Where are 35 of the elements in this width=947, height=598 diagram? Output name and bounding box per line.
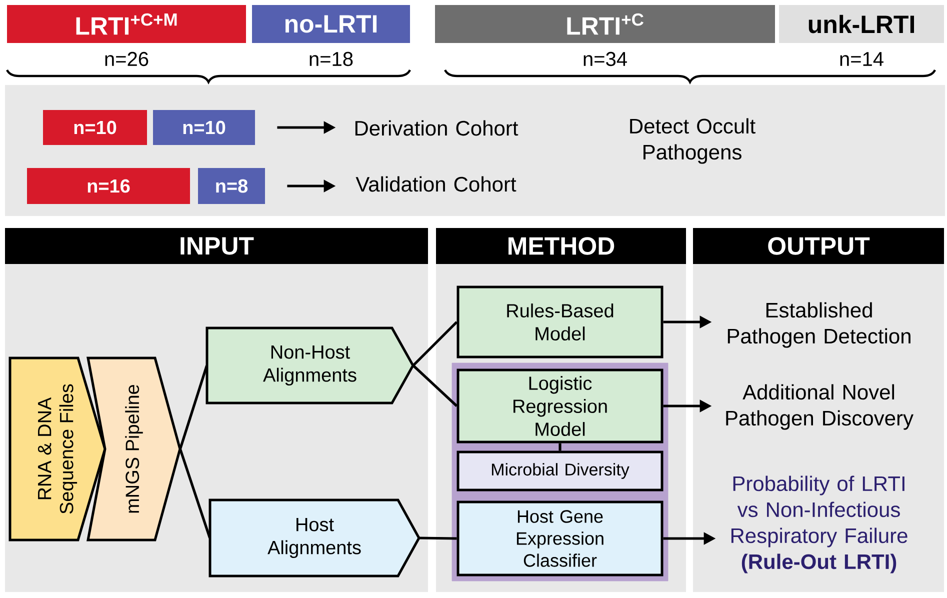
process-box: RNA & DNA Sequence Files [8,356,106,542]
count-bar: n=10 [43,110,147,145]
connector-line [412,321,458,366]
connector-line [178,448,212,538]
count-bar: n=16 [27,168,190,204]
count-bar: n=8 [198,168,265,204]
count-bar: n=10 [153,110,255,145]
count-label: n=26 [105,52,148,66]
group-bar: LRTI$^{+C+M}$ [7,5,246,43]
connector-line [558,443,562,451]
cohort-label: Validation Cohort [356,176,516,192]
connector-line [178,365,208,450]
group-bar: no-LRTI [252,5,410,43]
connector-line [419,536,457,540]
model-box: Host Gene Expression Classifier [456,500,664,576]
model-box: Microbial Diversity [456,450,664,492]
model-box: Rules-Based Model [456,286,664,358]
header-bar: METHOD [436,228,686,264]
header-bar: OUTPUT [693,228,944,264]
process-box: Host Alignments [208,498,420,578]
count-label: n=14 [840,52,884,66]
output-text: Established Pathogen Detection [728,302,910,348]
group-bar: unk-LRTI [779,5,944,43]
cohort-label: Derivation Cohort [355,120,518,136]
count-label: n=34 [584,52,627,66]
process-box: mNGS Pipeline [86,356,182,542]
model-box: Logistic Regression Model [456,368,664,444]
header-bar: INPUT [5,228,428,264]
connector-line [412,364,458,407]
output-text: Additional Novel Pathogen Discovery [726,384,914,430]
count-label: n=18 [310,52,353,66]
output-text: Probability of LRTI vs Non-Infectious Respiratory Failure (Rule-Out LRTI) [731,476,908,574]
group-bar: LRTI$^{+C}$ [435,5,775,43]
process-box: Non-Host Alignments [206,326,414,404]
note-text: Detect Occult Pathogens [630,118,756,164]
